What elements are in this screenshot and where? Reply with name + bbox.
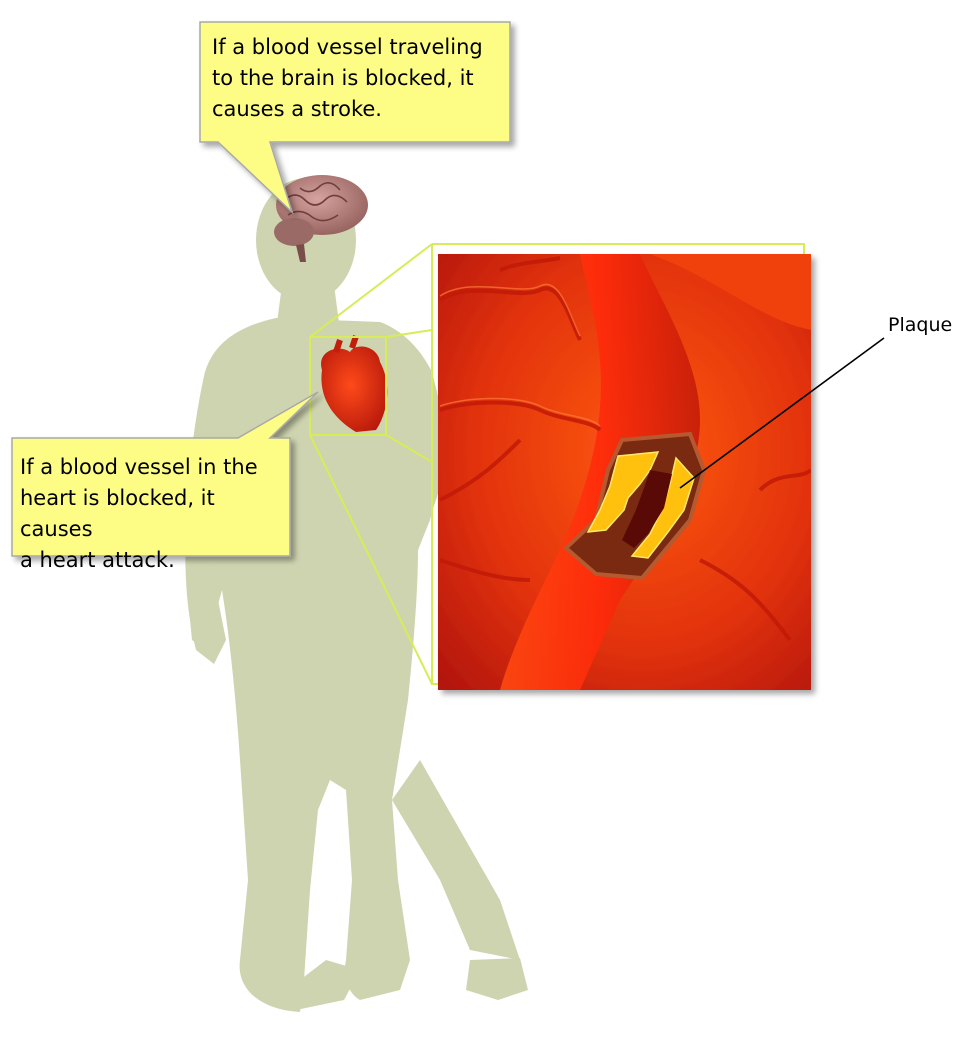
plaque-label: Plaque — [888, 314, 953, 336]
brain-callout-text: If a blood vessel traveling to the brain… — [212, 35, 483, 121]
artery-closeup-details — [438, 254, 811, 690]
zoom-connector-lines — [309, 243, 805, 685]
brain-callout — [199, 21, 511, 215]
heart-callout-text: If a blood vessel in the heart is blocke… — [20, 455, 258, 572]
brain-illustration — [274, 175, 368, 262]
plaque-pointer-line — [679, 337, 885, 489]
heart-callout — [11, 391, 319, 557]
heart-highlight-box — [309, 336, 387, 436]
